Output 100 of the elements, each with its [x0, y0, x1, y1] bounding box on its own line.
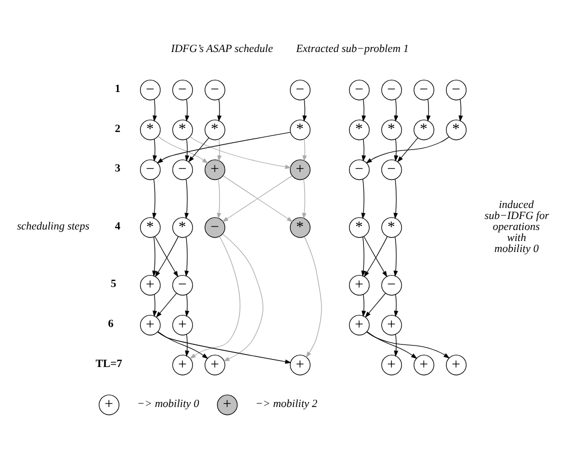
- node-circle: +: [172, 354, 193, 375]
- node-circle: *: [414, 119, 434, 140]
- node-circle: *: [446, 119, 467, 140]
- arrow: [366, 330, 418, 358]
- arrow: [152, 138, 157, 162]
- node-circle: −: [140, 158, 161, 180]
- node-circle: −: [349, 79, 370, 100]
- arrow: [426, 98, 431, 122]
- label: 5: [110, 278, 116, 290]
- node-circle: −: [204, 79, 226, 100]
- node-circle: *: [290, 216, 310, 238]
- arrow: [394, 138, 398, 162]
- label: induced sub−IDFG for operations with mobility 0: [484, 198, 549, 255]
- node-circle: −: [446, 79, 467, 100]
- node-circle: +: [349, 314, 370, 335]
- node-circle: *: [290, 119, 310, 140]
- arrow: [366, 136, 450, 164]
- node-circle: +: [381, 314, 402, 335]
- arrow: [397, 136, 418, 162]
- arrow: [304, 236, 322, 358]
- node-circle: *: [172, 119, 193, 140]
- arrow: [302, 98, 307, 122]
- arrow: [394, 98, 398, 122]
- node-circle: *: [140, 119, 161, 140]
- node-circle: −: [381, 274, 402, 296]
- node-circle: *: [140, 216, 161, 238]
- arrow: [188, 136, 210, 162]
- arrow: [364, 292, 386, 318]
- label: Extracted sub−problem 1: [296, 42, 409, 55]
- arrow: [156, 131, 291, 163]
- label: scheduling steps: [16, 220, 90, 232]
- node-circle: +: [290, 158, 310, 180]
- node-label: −> mobility 2: [256, 397, 318, 410]
- arrow: [366, 331, 450, 358]
- arrow: [152, 98, 157, 122]
- arrow: [184, 138, 190, 162]
- node-circle: +: [414, 354, 434, 375]
- arrow: [361, 178, 366, 219]
- label: 6: [108, 318, 114, 330]
- node-circle: +: [140, 274, 161, 296]
- node-circle: −: [204, 216, 226, 238]
- arrow: [158, 136, 208, 164]
- label: 2: [114, 122, 120, 134]
- arrow: [394, 178, 398, 219]
- node-circle: −: [290, 79, 310, 100]
- arrow: [362, 294, 366, 316]
- label: 1: [114, 82, 120, 94]
- arrow: [184, 98, 190, 122]
- arrow: [152, 178, 157, 219]
- node-circle: *: [381, 119, 402, 140]
- node-circle: −: [172, 79, 193, 100]
- node-circle: −: [381, 158, 402, 180]
- node-circle: +: [349, 274, 370, 296]
- label: IDFG’s ASAP schedule: [170, 42, 273, 55]
- node-circle: −: [349, 158, 370, 180]
- arrow: [184, 236, 189, 276]
- arrow: [362, 98, 366, 122]
- node-circle: *: [172, 216, 193, 238]
- node-circle: −: [140, 79, 161, 100]
- arrow: [157, 331, 292, 364]
- arrow: [361, 236, 366, 276]
- arrow: [302, 178, 306, 219]
- node-circle: *: [381, 216, 402, 238]
- arrow: [394, 294, 398, 316]
- arrow: [217, 98, 222, 122]
- arrow: [216, 178, 222, 219]
- node-circle: −: [381, 79, 402, 100]
- node-circle: +: [217, 394, 238, 415]
- arrow: [190, 236, 240, 358]
- label: TL=7: [96, 357, 122, 370]
- arrow: [156, 292, 177, 318]
- node-circle: *: [349, 216, 370, 238]
- node-circle: +: [290, 354, 310, 375]
- arrow: [190, 136, 292, 168]
- arrow: [217, 138, 222, 162]
- label: 3: [114, 162, 120, 174]
- node-circle: +: [98, 394, 120, 415]
- label: 4: [114, 220, 120, 232]
- arrow: [302, 138, 307, 162]
- arrow: [184, 334, 190, 356]
- node-circle: +: [446, 354, 467, 375]
- node-circle: +: [381, 354, 402, 375]
- node-circle: +: [204, 158, 226, 180]
- node-circle: +: [204, 354, 226, 375]
- arrow: [184, 294, 190, 316]
- node-circle: −: [172, 274, 193, 296]
- arrow: [158, 330, 208, 358]
- node-circle: *: [349, 119, 370, 140]
- arrow: [394, 334, 398, 356]
- arrow: [362, 138, 366, 162]
- node-circle: *: [204, 119, 226, 140]
- arrow: [222, 233, 264, 361]
- node-circle: −: [172, 158, 193, 180]
- node-circle: +: [172, 314, 193, 335]
- node-circle: +: [140, 314, 161, 335]
- arrow: [394, 236, 398, 276]
- arrow: [152, 236, 157, 276]
- arrow: [458, 98, 463, 122]
- arrow: [152, 294, 157, 316]
- arrow: [184, 178, 189, 219]
